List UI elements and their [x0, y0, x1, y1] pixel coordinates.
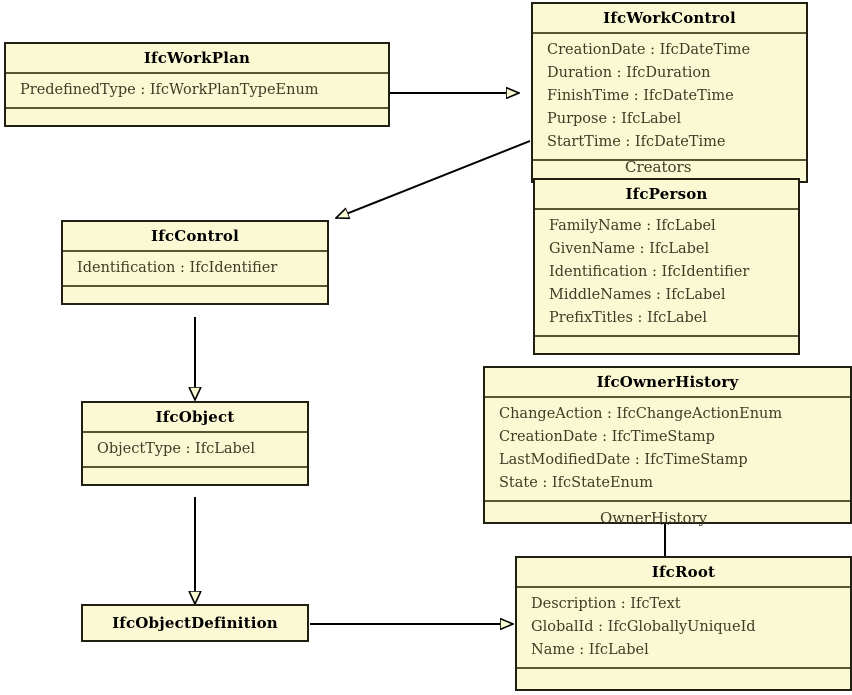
attribute-row: Identification : IfcIdentifier	[77, 260, 278, 276]
attribute-row: FamilyName : IfcLabel	[549, 218, 716, 234]
class-attributes-ifcroot: Description : IfcText GlobalId : IfcGlob…	[517, 586, 850, 667]
class-attributes-ifcworkcontrol: CreationDate : IfcDateTime Duration : If…	[533, 32, 806, 159]
attribute-row: FinishTime : IfcDateTime	[547, 88, 734, 104]
edge-label-ownerhistory: OwnerHistory	[600, 509, 708, 527]
class-attributes-ifccontrol: Identification : IfcIdentifier	[63, 250, 327, 285]
class-name-ifcroot: IfcRoot	[651, 563, 716, 581]
attribute-row: GlobalId : IfcGloballyUniqueId	[531, 619, 756, 635]
class-attributes-ifcworkplan: PredefinedType : IfcWorkPlanTypeEnum	[6, 72, 388, 107]
class-operations-ifcworkplan	[6, 107, 388, 125]
attribute-row: PrefixTitles : IfcLabel	[549, 310, 708, 326]
edge-workcontrol-to-control	[336, 140, 531, 218]
class-box-ifcobjectdefinition[interactable]: IfcObjectDefinition	[81, 604, 309, 642]
attribute-row: Description : IfcText	[531, 596, 681, 612]
class-name-ifccontrol: IfcControl	[151, 227, 239, 245]
attribute-row: Identification : IfcIdentifier	[549, 264, 750, 280]
class-box-ifccontrol[interactable]: IfcControl Identification : IfcIdentifie…	[61, 220, 329, 305]
class-name-ifcperson: IfcPerson	[625, 185, 708, 203]
attribute-row: Purpose : IfcLabel	[547, 111, 682, 127]
attribute-row: LastModifiedDate : IfcTimeStamp	[499, 452, 748, 468]
class-name-ifcownerhistory: IfcOwnerHistory	[596, 373, 739, 391]
attribute-row: MiddleNames : IfcLabel	[549, 287, 726, 303]
class-attributes-ifcperson: FamilyName : IfcLabel GivenName : IfcLab…	[535, 208, 798, 335]
class-operations-ifcobject	[83, 466, 307, 484]
class-box-ifcroot[interactable]: IfcRoot Description : IfcText GlobalId :…	[515, 556, 852, 691]
attribute-row: ObjectType : IfcLabel	[97, 441, 256, 457]
class-name-ifcworkplan: IfcWorkPlan	[143, 49, 251, 67]
attribute-row: GivenName : IfcLabel	[549, 241, 710, 257]
class-operations-ifcperson	[535, 335, 798, 353]
class-name-ifcobjectdefinition: IfcObjectDefinition	[112, 614, 278, 632]
class-operations-ifcroot	[517, 667, 850, 689]
class-name-ifcobject: IfcObject	[155, 408, 235, 426]
attribute-row: Duration : IfcDuration	[547, 65, 711, 81]
class-box-ifcworkcontrol[interactable]: IfcWorkControl CreationDate : IfcDateTim…	[531, 2, 808, 183]
class-operations-ifccontrol	[63, 285, 327, 303]
class-attributes-ifcobject: ObjectType : IfcLabel	[83, 431, 307, 466]
class-box-ifcworkplan[interactable]: IfcWorkPlan PredefinedType : IfcWorkPlan…	[4, 42, 390, 127]
class-box-ifcperson[interactable]: IfcPerson FamilyName : IfcLabel GivenNam…	[533, 178, 800, 355]
attribute-row: ChangeAction : IfcChangeActionEnum	[499, 406, 783, 422]
attribute-row: Name : IfcLabel	[531, 642, 649, 658]
attribute-row: State : IfcStateEnum	[499, 475, 653, 491]
class-box-ifcownerhistory[interactable]: IfcOwnerHistory ChangeAction : IfcChange…	[483, 366, 852, 524]
attribute-row: CreationDate : IfcTimeStamp	[499, 429, 715, 445]
class-operations-ifcworkcontrol	[533, 159, 806, 181]
attribute-row: StartTime : IfcDateTime	[547, 134, 726, 150]
class-name-ifcworkcontrol: IfcWorkControl	[603, 9, 736, 27]
attribute-row: PredefinedType : IfcWorkPlanTypeEnum	[20, 82, 319, 98]
attribute-row: CreationDate : IfcDateTime	[547, 42, 751, 58]
class-attributes-ifcownerhistory: ChangeAction : IfcChangeActionEnum Creat…	[485, 396, 850, 500]
class-box-ifcobject[interactable]: IfcObject ObjectType : IfcLabel	[81, 401, 309, 486]
edge-label-creators: Creators	[625, 158, 692, 176]
class-operations-ifcownerhistory	[485, 500, 850, 522]
